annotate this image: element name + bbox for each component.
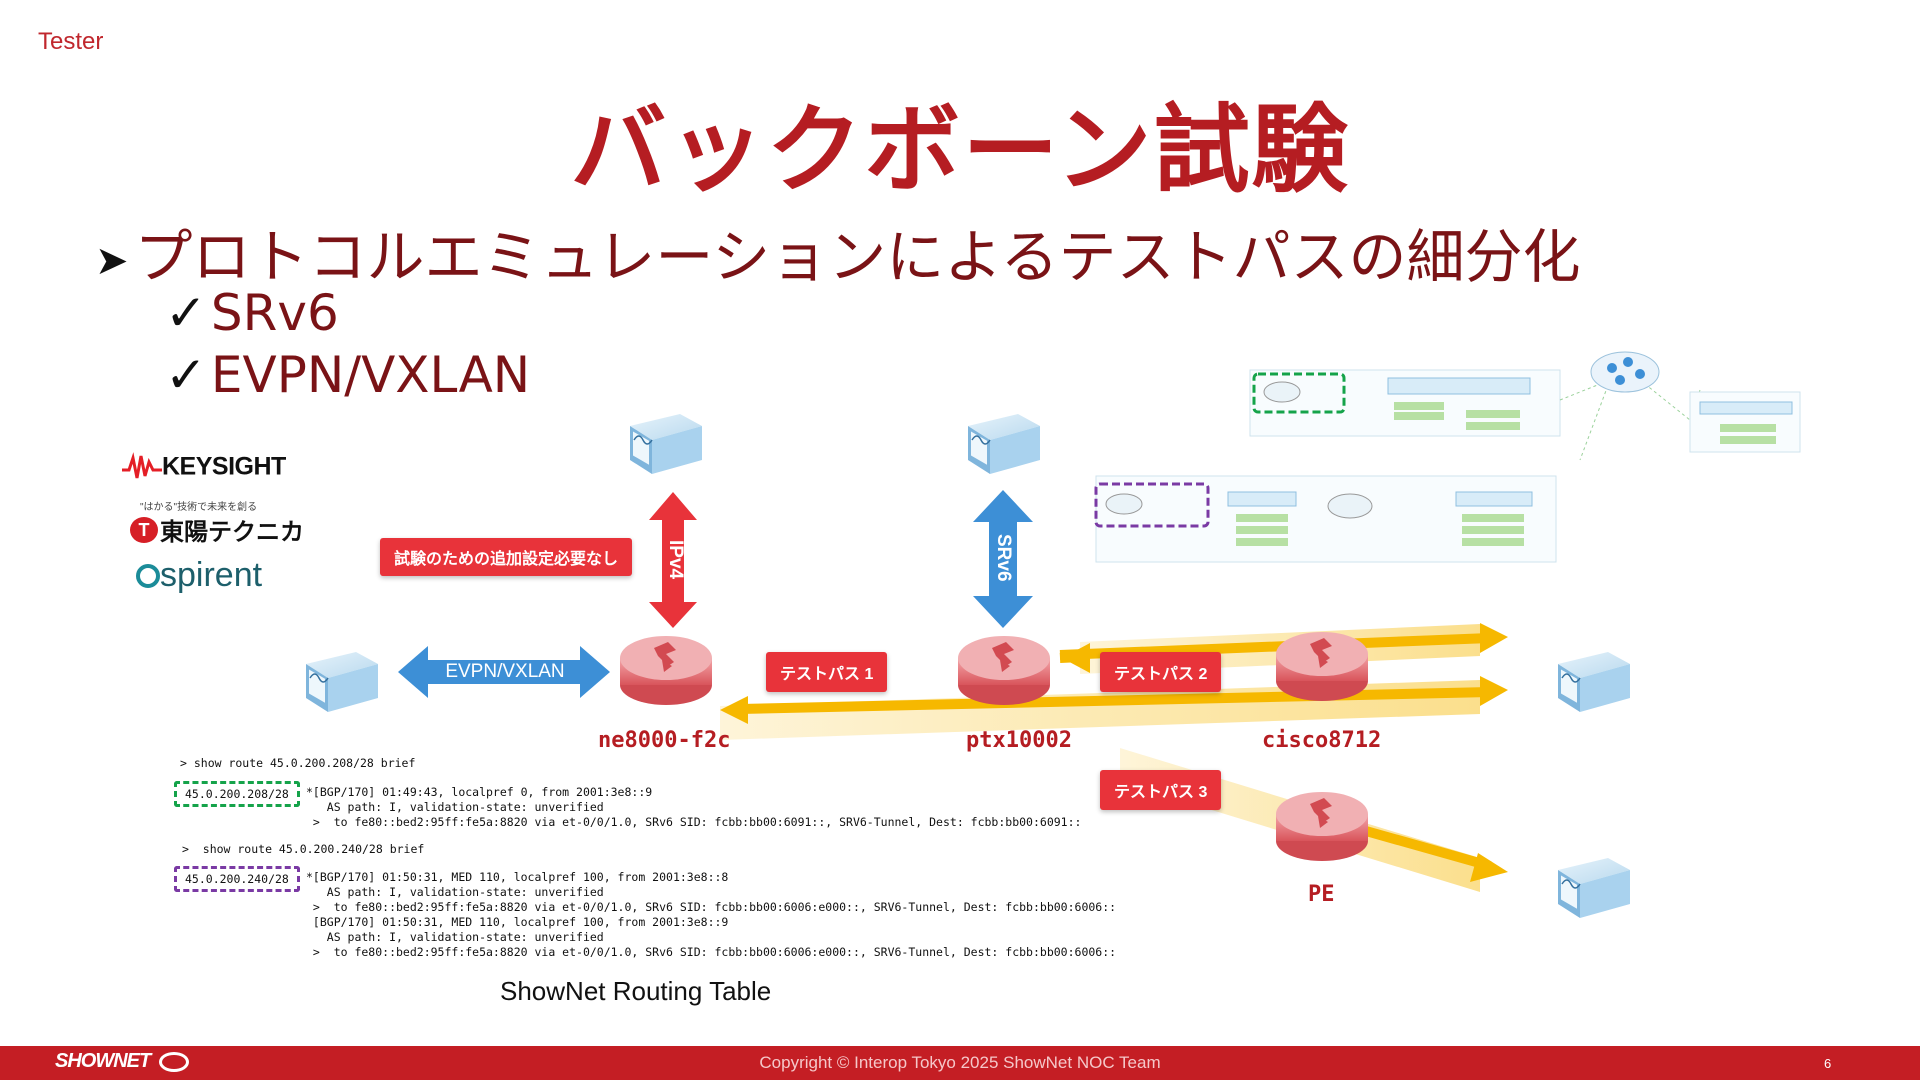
route-line: AS path: I, validation-state: unverified <box>306 885 604 899</box>
check-icon: ✓ <box>165 284 207 342</box>
router-pe <box>1276 792 1368 861</box>
emulator-screenshot-top <box>1249 369 1701 461</box>
footer-bar <box>0 1046 1920 1080</box>
section-tag: Tester <box>38 28 104 55</box>
test-path-2-label: テストパス 2 <box>1100 652 1222 692</box>
router-ptx10002 <box>958 636 1050 705</box>
shownet-mark-icon <box>158 1051 189 1072</box>
route-entry-1: *[BGP/170] 01:49:43, localpref 0, from 2… <box>306 785 1081 830</box>
tester-top-left <box>629 413 703 475</box>
main-bullet-text: プロトコルエミュレーションによるテストパスの細分化 <box>134 223 1581 291</box>
no-extra-config-label: 試験のための追加設定必要なし <box>380 538 633 576</box>
router-label-pe: PE <box>1308 882 1335 907</box>
toyo-mark-icon: T <box>130 516 158 543</box>
toyo-logo-text: 東陽テクニカ <box>160 519 304 546</box>
evpn-vxlan-label: EVPN/VXLAN <box>445 661 565 682</box>
test-path-2-arrowhead <box>1480 623 1508 653</box>
sub-bullet-srv6: ✓SRv6 <box>165 284 339 342</box>
route-line: > to fe80::bed2:95ff:fe5a:8820 via et-0/… <box>306 945 1117 959</box>
route-line: > to fe80::bed2:95ff:fe5a:8820 via et-0/… <box>306 815 1082 829</box>
spirent-ring-icon <box>136 563 160 588</box>
check-icon: ✓ <box>165 346 207 404</box>
ipv4-arrow <box>649 492 697 628</box>
router-cisco8712 <box>1276 632 1368 701</box>
keysight-logo-text: KEYSIGHT <box>162 452 286 481</box>
shownet-logo: SHOWNET <box>55 1050 189 1073</box>
routing-table-caption: ShowNet Routing Table <box>500 976 772 1006</box>
srv6-label: SRv6 <box>993 534 1014 582</box>
sub-bullet-text: SRv6 <box>210 284 339 342</box>
router-label-cisco8712: cisco8712 <box>1262 728 1382 753</box>
test-path-1-line <box>739 687 1491 714</box>
test-path-3-arrowhead <box>1470 853 1508 882</box>
route-command-2: > show route 45.0.200.240/28 brief <box>182 842 425 856</box>
tester-top-middle <box>967 413 1041 475</box>
emulator-screenshot-middle <box>1094 475 1557 563</box>
toyo-tagline: "はかる"技術で未来を創る <box>140 502 258 513</box>
sub-bullet-evpn: ✓EVPN/VXLAN <box>165 346 530 404</box>
route-line: AS path: I, validation-state: unverified <box>306 930 604 944</box>
sub-bullet-text: EVPN/VXLAN <box>210 346 531 404</box>
page-number: 6 <box>1824 1056 1832 1071</box>
route-entry-2: *[BGP/170] 01:50:31, MED 110, localpref … <box>306 870 1116 960</box>
prefix-box-green: 45.0.200.208/28 <box>174 781 300 807</box>
spirent-logo: spirent <box>136 556 262 595</box>
tester-left <box>305 651 379 713</box>
route-line: AS path: I, validation-state: unverified <box>306 800 604 814</box>
tester-right-top <box>1557 651 1631 713</box>
tester-right-bottom <box>1557 857 1631 919</box>
shownet-logo-text: SHOWNET <box>55 1050 151 1072</box>
page-title: バックボーン試験 <box>570 94 1350 206</box>
copyright-text: Copyright © Interop Tokyo 2025 ShowNet N… <box>759 1053 1161 1072</box>
ipv4-label: IPv4 <box>665 540 686 580</box>
network-cloud-icon <box>1590 351 1660 393</box>
test-path-1-end-arrowhead <box>1480 676 1508 706</box>
route-command-1: > show route 45.0.200.208/28 brief <box>180 756 416 770</box>
router-label-ne8000: ne8000-f2c <box>598 728 731 753</box>
test-path-1-label: テストパス 1 <box>766 652 888 692</box>
emulator-screenshot-host <box>1689 391 1801 453</box>
route-line: > to fe80::bed2:95ff:fe5a:8820 via et-0/… <box>306 900 1117 914</box>
srv6-arrow <box>973 490 1033 628</box>
route-line: *[BGP/170] 01:50:31, MED 110, localpref … <box>306 870 729 884</box>
route-line: [BGP/170] 01:50:31, MED 110, localpref 1… <box>306 915 729 929</box>
test-path-3-label: テストパス 3 <box>1100 770 1222 810</box>
route-line: *[BGP/170] 01:49:43, localpref 0, from 2… <box>306 785 653 799</box>
test-path-1-arrowhead <box>720 696 748 724</box>
keysight-wave-icon <box>122 452 162 479</box>
prefix-box-purple: 45.0.200.240/28 <box>174 866 300 892</box>
router-ne8000 <box>620 636 712 705</box>
spirent-logo-text: spirent <box>160 556 263 594</box>
keysight-logo: KEYSIGHT <box>122 452 286 482</box>
evpn-vxlan-arrow <box>398 646 610 698</box>
router-label-ptx10002: ptx10002 <box>966 728 1072 753</box>
main-bullet: ➤プロトコルエミュレーションによるテストパスの細分化 <box>95 210 1580 294</box>
arrow-bullet-icon: ➤ <box>95 237 129 284</box>
